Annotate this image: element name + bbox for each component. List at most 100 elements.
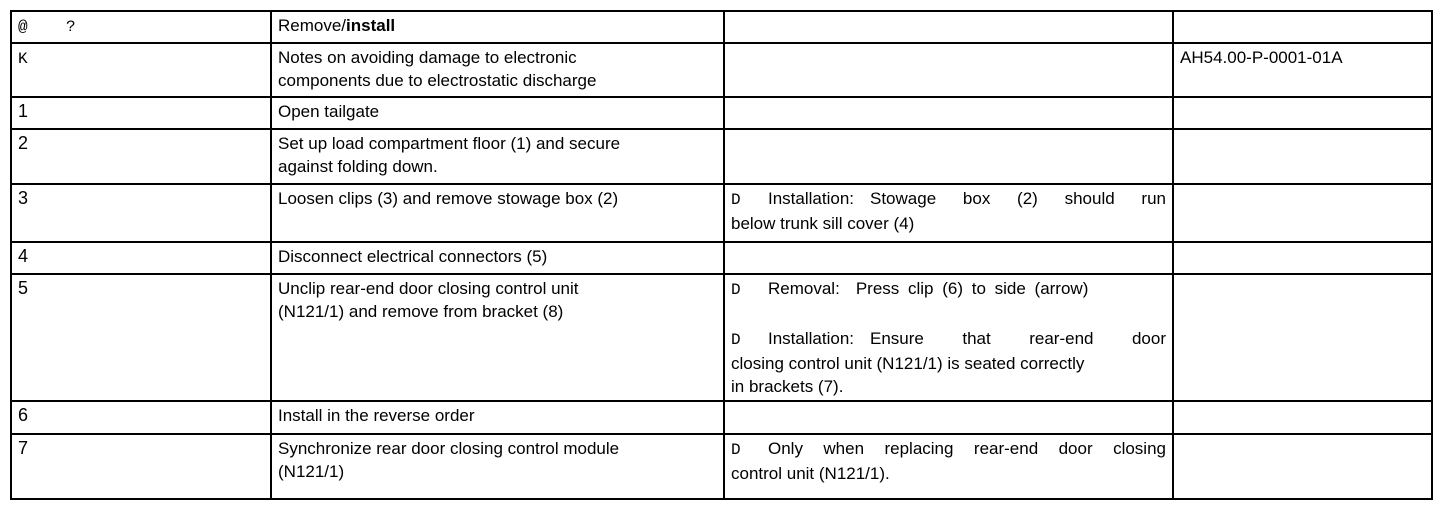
step-number-cell: 4 xyxy=(10,241,272,275)
note-cell: D Only when replacing rear-end door closi… xyxy=(723,433,1174,500)
reference-cell xyxy=(1172,241,1433,275)
step-number-cell: @ ? xyxy=(10,10,272,44)
table-row: @ ? Remove/install xyxy=(10,10,1433,44)
note-line: control unit (N121/1). xyxy=(731,462,1166,485)
instruction-line: Set up load compartment floor (1) and se… xyxy=(278,132,717,155)
note-text: Stowage box (2) should run xyxy=(870,189,1166,208)
note-marker-icon: D xyxy=(731,191,741,209)
note-text: Press clip (6) to side (arrow) xyxy=(855,279,1089,298)
instruction-line: against folding down. xyxy=(278,155,717,178)
table-row: K Notes on avoiding damage to electronic c… xyxy=(10,42,1433,98)
note-keyword: Installation: xyxy=(768,189,854,208)
note-cell xyxy=(723,10,1174,44)
instruction-line: Synchronize rear door closing control mo… xyxy=(278,437,717,460)
table-row: 2 Set up load compartment floor (1) and s… xyxy=(10,128,1433,185)
reference-cell xyxy=(1172,10,1433,44)
step-number-cell: 2 xyxy=(10,128,272,185)
instruction-text: against folding down. xyxy=(278,157,438,176)
instruction-line: Notes on avoiding damage to electronic xyxy=(278,46,717,69)
instruction-text: (N121/1) and remove from bracket (8) xyxy=(278,302,564,321)
instruction-line: (N121/1) xyxy=(278,460,717,483)
instruction-cell: Install in the reverse order xyxy=(270,400,725,435)
instruction-cell: Synchronize rear door closing control mo… xyxy=(270,433,725,500)
instruction-text: Loosen clips (3) and remove stowage box … xyxy=(278,189,619,208)
note-line: D Removal: Press clip (6) to side (arrow) xyxy=(731,277,1166,302)
instruction-text: Open tailgate xyxy=(278,102,380,121)
note-keyword: Installation: xyxy=(768,329,854,348)
step-symbol: 6 xyxy=(18,405,29,425)
note-text: Only when replacing rear-end door closin… xyxy=(768,439,1166,458)
reference-cell xyxy=(1172,128,1433,185)
step-symbol: @ ? xyxy=(18,18,76,36)
note: D Installation: Stowage box (2) should run… xyxy=(731,187,1166,235)
note-line: below trunk sill cover (4) xyxy=(731,212,1166,235)
step-symbol: K xyxy=(18,50,28,68)
note-cell xyxy=(723,96,1174,130)
table-row: 1 Open tailgate xyxy=(10,96,1433,130)
note-text: Ensure that rear-end door xyxy=(870,329,1166,348)
note-marker-icon: D xyxy=(731,281,741,299)
step-number-cell: 6 xyxy=(10,400,272,435)
instruction-cell: Remove/install xyxy=(270,10,725,44)
table-row: 6 Install in the reverse order xyxy=(10,400,1433,435)
instruction-cell: Notes on avoiding damage to electronic co… xyxy=(270,42,725,98)
step-number-cell: 1 xyxy=(10,96,272,130)
reference-cell xyxy=(1172,183,1433,243)
step-symbol: 4 xyxy=(18,246,29,266)
note-line: closing control unit (N121/1) is seated … xyxy=(731,352,1166,375)
instruction-text: Remove/ xyxy=(278,16,347,35)
reference-cell xyxy=(1172,433,1433,500)
instruction-line: Disconnect electrical connectors (5) xyxy=(278,245,717,268)
step-symbol: 1 xyxy=(18,101,29,121)
note-keyword: Removal: xyxy=(768,279,840,298)
note-cell: D Removal: Press clip (6) to side (arrow)D… xyxy=(723,273,1174,402)
step-symbol: 7 xyxy=(18,438,29,458)
instruction-cell: Set up load compartment floor (1) and se… xyxy=(270,128,725,185)
instruction-text: Set up load compartment floor (1) and se… xyxy=(278,134,621,153)
instruction-text: Install in the reverse order xyxy=(278,406,475,425)
step-symbol: 5 xyxy=(18,278,29,298)
table-row: 4 Disconnect electrical connectors (5) xyxy=(10,241,1433,275)
instruction-text: (N121/1) xyxy=(278,462,345,481)
instruction-line: Loosen clips (3) and remove stowage box … xyxy=(278,187,717,210)
note-cell xyxy=(723,400,1174,435)
instruction-cell: Open tailgate xyxy=(270,96,725,130)
instruction-cell: Loosen clips (3) and remove stowage box … xyxy=(270,183,725,243)
note-cell xyxy=(723,128,1174,185)
instruction-line: (N121/1) and remove from bracket (8) xyxy=(278,300,717,323)
note-marker-icon: D xyxy=(731,441,741,459)
note-text: below trunk sill cover (4) xyxy=(731,214,915,233)
reference-cell xyxy=(1172,96,1433,130)
reference-cell: AH54.00-P-0001-01A xyxy=(1172,42,1433,98)
note-cell xyxy=(723,241,1174,275)
document-reference: AH54.00-P-0001-01A xyxy=(1180,48,1343,67)
step-symbol: 3 xyxy=(18,188,29,208)
step-number-cell: 7 xyxy=(10,433,272,500)
note-text: in brackets (7). xyxy=(731,377,844,396)
instruction-line: Install in the reverse order xyxy=(278,404,717,427)
instruction-text: Notes on avoiding damage to electronic xyxy=(278,48,577,67)
instruction-line: Unclip rear-end door closing control uni… xyxy=(278,277,717,300)
instruction-text: Disconnect electrical connectors (5) xyxy=(278,247,548,266)
instruction-text: Unclip rear-end door closing control uni… xyxy=(278,279,579,298)
note-line: D Only when replacing rear-end door closi… xyxy=(731,437,1166,462)
instruction-cell: Unclip rear-end door closing control uni… xyxy=(270,273,725,402)
instruction-line: Open tailgate xyxy=(278,100,717,123)
instruction-line: components due to electrostatic discharg… xyxy=(278,69,717,92)
step-symbol: 2 xyxy=(18,133,29,153)
table-row: 3 Loosen clips (3) and remove stowage box… xyxy=(10,183,1433,243)
instruction-cell: Disconnect electrical connectors (5) xyxy=(270,241,725,275)
note-text: closing control unit (N121/1) is seated … xyxy=(731,354,1085,373)
table-row: 5 Unclip rear-end door closing control un… xyxy=(10,273,1433,402)
step-number-cell: K xyxy=(10,42,272,98)
note: D Removal: Press clip (6) to side (arrow) xyxy=(731,277,1166,302)
table-row: 7 Synchronize rear door closing control m… xyxy=(10,433,1433,500)
note-line: D Installation: Stowage box (2) should run xyxy=(731,187,1166,212)
note-text: control unit (N121/1). xyxy=(731,464,890,483)
note-cell: D Installation: Stowage box (2) should run… xyxy=(723,183,1174,243)
instruction-text: Synchronize rear door closing control mo… xyxy=(278,439,620,458)
step-number-cell: 3 xyxy=(10,183,272,243)
